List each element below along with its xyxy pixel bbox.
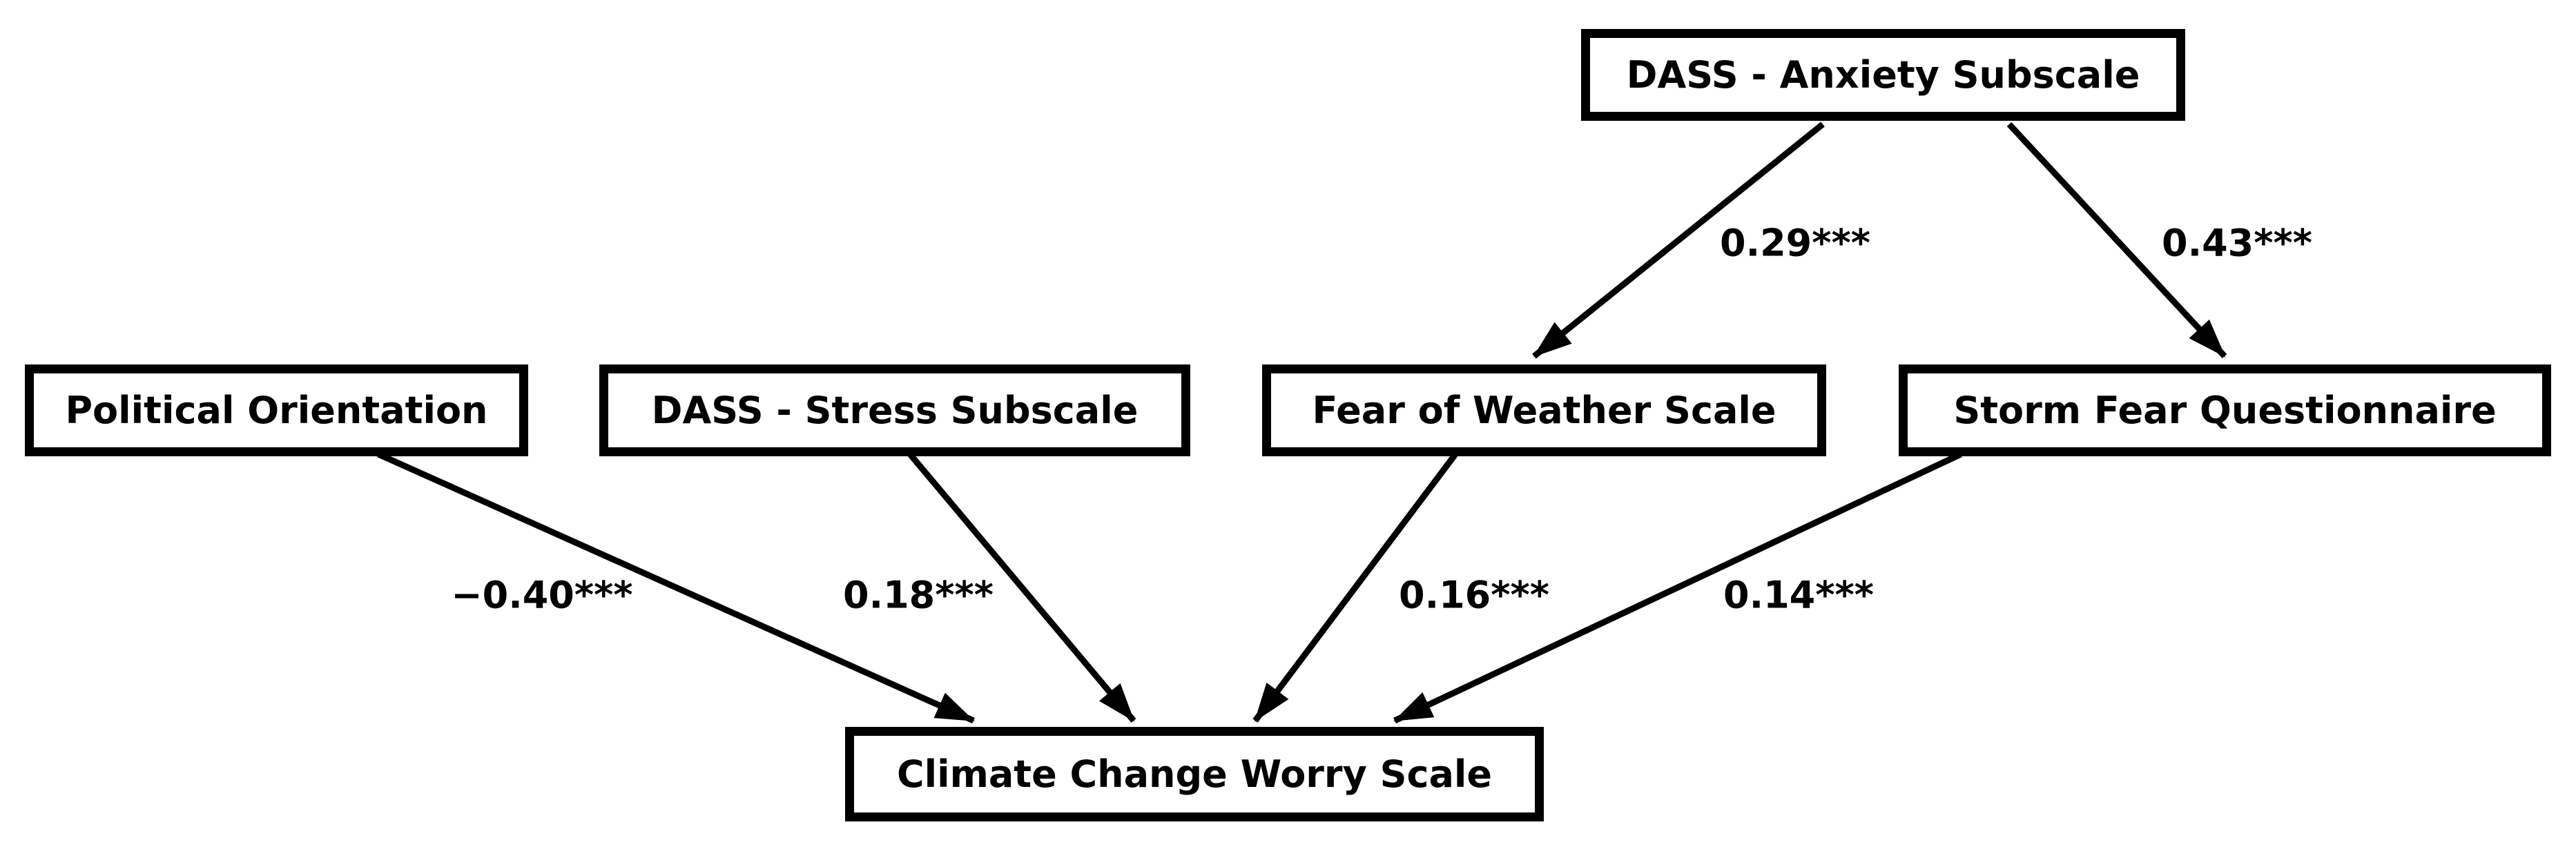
arrow-anxiety-to-fear-of-weather [1532, 121, 1825, 359]
node-dass-anxiety-subscale: DASS - Anxiety Subscale [1581, 29, 2185, 121]
arrow-political-to-climate-worry [377, 451, 975, 724]
arrow-fear-of-weather-to-climate-worry [1252, 452, 1458, 723]
node-label: Climate Change Worry Scale [896, 752, 1493, 796]
node-storm-fear-questionnaire: Storm Fear Questionnaire [1899, 364, 2551, 456]
edge-label-storm-fear-climate-worry: 0.14*** [1723, 573, 1874, 617]
arrow-stress-to-climate-worry [907, 452, 1136, 723]
edge-label-anxiety-fear-of-weather: 0.29*** [1720, 221, 1870, 265]
edge-label-anxiety-storm-fear: 0.43*** [2162, 221, 2312, 265]
node-label: Fear of Weather Scale [1312, 389, 1776, 432]
node-label: Political Orientation [65, 389, 488, 432]
node-label: DASS - Anxiety Subscale [1626, 53, 2140, 97]
arrow-storm-fear-to-climate-worry [1393, 451, 1962, 724]
edge-label-political-climate-worry: −0.40*** [451, 573, 633, 617]
node-label: DASS - Stress Subscale [651, 389, 1139, 432]
arrow-anxiety-to-storm-fear [2006, 121, 2227, 359]
node-fear-of-weather-scale: Fear of Weather Scale [1262, 364, 1826, 456]
node-political-orientation: Political Orientation [25, 364, 528, 456]
node-label: Storm Fear Questionnaire [1953, 389, 2497, 432]
node-climate-change-worry-scale: Climate Change Worry Scale [845, 727, 1544, 821]
node-dass-stress-subscale: DASS - Stress Subscale [599, 364, 1190, 456]
edge-label-stress-climate-worry: 0.18*** [843, 573, 994, 617]
edge-label-fear-of-weather-climate-worry: 0.16*** [1399, 573, 1549, 617]
